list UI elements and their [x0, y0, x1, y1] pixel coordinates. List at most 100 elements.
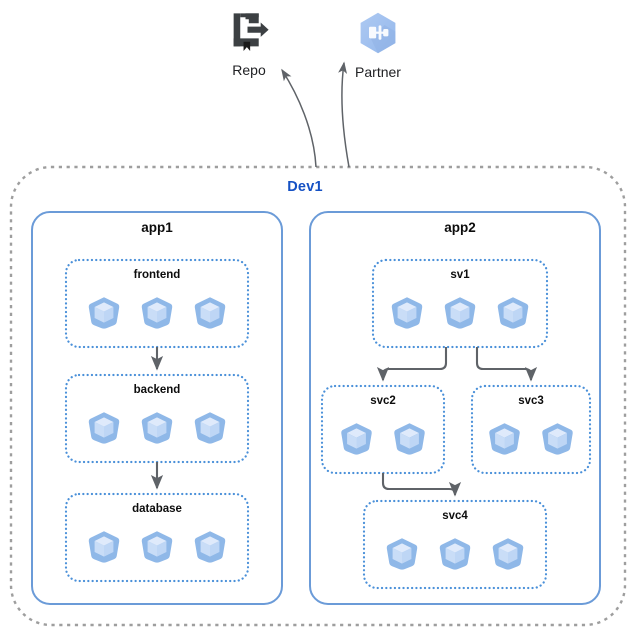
pod-cube-left [347, 433, 357, 449]
pod-cube-left [503, 307, 513, 323]
pod-cube-left [548, 433, 558, 449]
service-label-frontend: frontend [133, 269, 181, 281]
connector-sv1-to-svc3 [475, 347, 538, 382]
pod-cube-left [450, 307, 460, 323]
pod-cube-right [460, 307, 470, 323]
pod-cube-top [450, 302, 470, 312]
pod-cube-top [400, 428, 419, 438]
pod-cube-left [445, 548, 455, 564]
pod-icon[interactable] [141, 297, 173, 329]
application-container-app2[interactable] [309, 211, 601, 605]
pod-cube-left [147, 422, 157, 438]
pod-cube-top [392, 543, 412, 553]
pod-cube-left [147, 307, 157, 323]
pod-cube-right [157, 422, 167, 438]
application-label-app2: app2 [444, 220, 476, 235]
pod-cube-top [548, 428, 567, 438]
pod-icon[interactable] [141, 531, 173, 563]
connection-arrows [150, 61, 538, 497]
pod-cube-right [157, 307, 167, 323]
pod-cube-top [94, 536, 114, 546]
pod-cube-left [200, 422, 210, 438]
service-container-svc4[interactable] [362, 499, 548, 590]
pod-icon[interactable] [444, 297, 476, 329]
pod-icon[interactable] [394, 423, 425, 455]
service-label-svc4: svc4 [442, 510, 468, 522]
pod-cube-right [210, 541, 220, 557]
connector-env-to-repo [281, 68, 317, 168]
pod-cube-top [445, 543, 465, 553]
pod-icon[interactable] [489, 423, 520, 455]
pod-cube-left [200, 541, 210, 557]
pod-icon[interactable] [341, 423, 372, 455]
external-node-label-partner: Partner [355, 64, 401, 80]
partner-hexagon-icon[interactable] [360, 12, 396, 54]
pod-cube-top [147, 536, 167, 546]
pod-cube-left [498, 548, 508, 564]
pod-cube-right [210, 422, 220, 438]
pod-cube-right [356, 433, 366, 449]
external-node-label-repo: Repo [232, 62, 266, 78]
pod-cube-right [455, 548, 465, 564]
pod-cube-right [513, 307, 523, 323]
service-container-database[interactable] [64, 492, 250, 583]
service-label-sv1: sv1 [450, 269, 470, 281]
service-label-database: database [132, 503, 182, 515]
pod-cube-top [94, 417, 114, 427]
pod-cube-right [157, 541, 167, 557]
pod-icon[interactable] [542, 423, 573, 455]
pod-icon[interactable] [194, 412, 226, 444]
pod-cube-left [400, 433, 410, 449]
pod-icon[interactable] [194, 297, 226, 329]
pod-cube-right [409, 433, 419, 449]
pod-cube-left [392, 548, 402, 564]
pod-cube-top [397, 302, 417, 312]
pod-cube-left [94, 307, 104, 323]
pod-icon[interactable] [88, 531, 120, 563]
pod-icon[interactable] [141, 412, 173, 444]
pod-icon[interactable] [88, 297, 120, 329]
service-label-svc2: svc2 [370, 395, 396, 407]
pod-cube-top [347, 428, 366, 438]
pod-icon[interactable] [194, 531, 226, 563]
pod-icons [88, 297, 573, 570]
pod-cube-top [94, 302, 114, 312]
pod-cube-top [200, 536, 220, 546]
pod-icon[interactable] [391, 297, 423, 329]
pod-cube-right [557, 433, 567, 449]
application-container-app1[interactable] [31, 211, 283, 605]
pod-cube-top [147, 417, 167, 427]
pod-cube-top [503, 302, 523, 312]
service-label-svc3: svc3 [518, 395, 544, 407]
pod-cube-right [210, 307, 220, 323]
repo-export-icon[interactable] [233, 13, 269, 51]
pod-cube-right [104, 541, 114, 557]
pod-icon[interactable] [386, 538, 418, 570]
pod-cube-right [402, 548, 412, 564]
pod-cube-right [407, 307, 417, 323]
connector-sv1-to-svc2 [376, 347, 448, 382]
pod-cube-left [200, 307, 210, 323]
pod-icon[interactable] [439, 538, 471, 570]
pod-cube-top [147, 302, 167, 312]
pod-icon[interactable] [492, 538, 524, 570]
pod-cube-right [508, 548, 518, 564]
service-container-sv1[interactable] [371, 258, 549, 349]
pod-cube-left [94, 541, 104, 557]
pod-cube-top [495, 428, 514, 438]
environment-label-dev1: Dev1 [287, 179, 323, 195]
application-label-app1: app1 [141, 220, 173, 235]
pod-icon[interactable] [497, 297, 529, 329]
environment-container-dev1[interactable] [9, 165, 627, 627]
pod-cube-left [397, 307, 407, 323]
pod-cube-left [94, 422, 104, 438]
pod-cube-top [200, 302, 220, 312]
pod-cube-top [200, 417, 220, 427]
service-container-svc3[interactable] [470, 384, 592, 475]
pod-cube-right [504, 433, 514, 449]
pod-cube-top [498, 543, 518, 553]
pod-cube-right [104, 422, 114, 438]
pod-icon[interactable] [88, 412, 120, 444]
connector-env-to-partner [338, 61, 350, 168]
